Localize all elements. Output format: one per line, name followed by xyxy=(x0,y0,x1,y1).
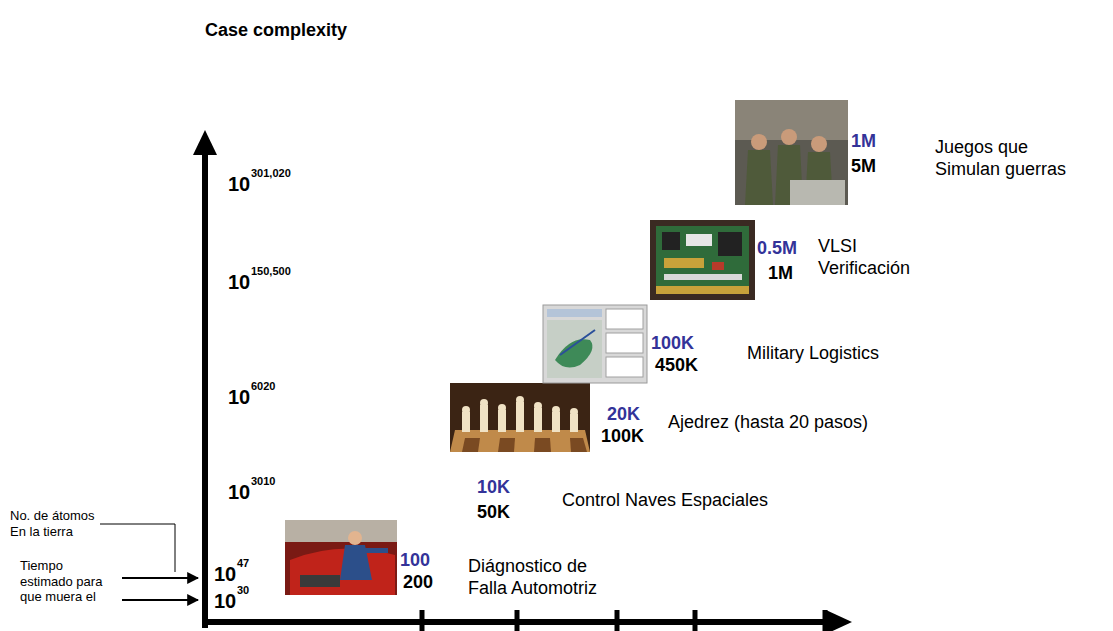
constraint-count: 200 xyxy=(403,572,433,594)
leader-arrow xyxy=(122,577,198,579)
axis-exponent: 47 xyxy=(237,557,249,570)
axis-base: 10 xyxy=(214,562,236,586)
constraint-count: 5M xyxy=(851,156,876,178)
variable-count: 10K xyxy=(477,477,510,499)
x-tick xyxy=(823,610,828,631)
variable-count: 20K xyxy=(607,404,640,426)
annotation: Tiempo estimado para que muera el xyxy=(20,558,116,605)
constraint-count: 100K xyxy=(601,426,644,448)
leader-line xyxy=(100,524,175,572)
circuit-board-picture xyxy=(650,220,755,300)
axes xyxy=(193,130,852,631)
x-tick xyxy=(615,610,620,631)
variable-count: 1M xyxy=(851,131,876,153)
x-tick xyxy=(693,610,698,631)
axis-exponent: 3010 xyxy=(251,475,275,488)
case-name: Diágnostico de Falla Automotriz xyxy=(468,556,618,599)
leader-lines xyxy=(100,524,198,600)
constraint-count: 1M xyxy=(768,263,793,285)
chess-picture xyxy=(450,383,590,452)
x-tick xyxy=(420,610,425,631)
leader-arrow xyxy=(122,599,198,601)
case-name: Ajedrez (hasta 20 pasos) xyxy=(668,412,868,434)
case-name: VLSI Verificación xyxy=(818,236,928,279)
y-axis xyxy=(202,150,208,628)
axis-base: 10 xyxy=(228,270,250,294)
variable-count: 100 xyxy=(400,550,430,572)
variable-count: 0.5M xyxy=(757,238,797,260)
case-name: Juegos que Simulan guerras xyxy=(935,137,1085,180)
axis-base: 10 xyxy=(228,385,250,409)
annotation: No. de átomos En la tierra xyxy=(10,508,105,539)
constraint-count: 450K xyxy=(655,355,698,377)
case-name: Control Naves Espaciales xyxy=(562,490,768,512)
axis-exponent: 6020 xyxy=(251,380,275,393)
x-axis-arrowhead xyxy=(826,610,852,631)
axis-exponent: 150,500 xyxy=(251,265,291,278)
war-game-picture xyxy=(735,100,848,205)
constraint-count: 50K xyxy=(477,502,510,524)
case-name: Military Logistics xyxy=(747,343,879,365)
variable-count: 100K xyxy=(651,333,694,355)
axis-base: 10 xyxy=(228,480,250,504)
chart-title: Case complexity xyxy=(205,20,347,42)
car-picture xyxy=(285,520,397,595)
axis-base: 10 xyxy=(228,172,250,196)
axis-exponent: 301,020 xyxy=(251,167,291,180)
y-axis-arrowhead xyxy=(193,130,217,155)
screenshot-picture xyxy=(543,305,647,383)
axis-exponent: 30 xyxy=(237,584,249,597)
x-tick xyxy=(515,610,520,631)
axis-base: 10 xyxy=(214,589,236,613)
